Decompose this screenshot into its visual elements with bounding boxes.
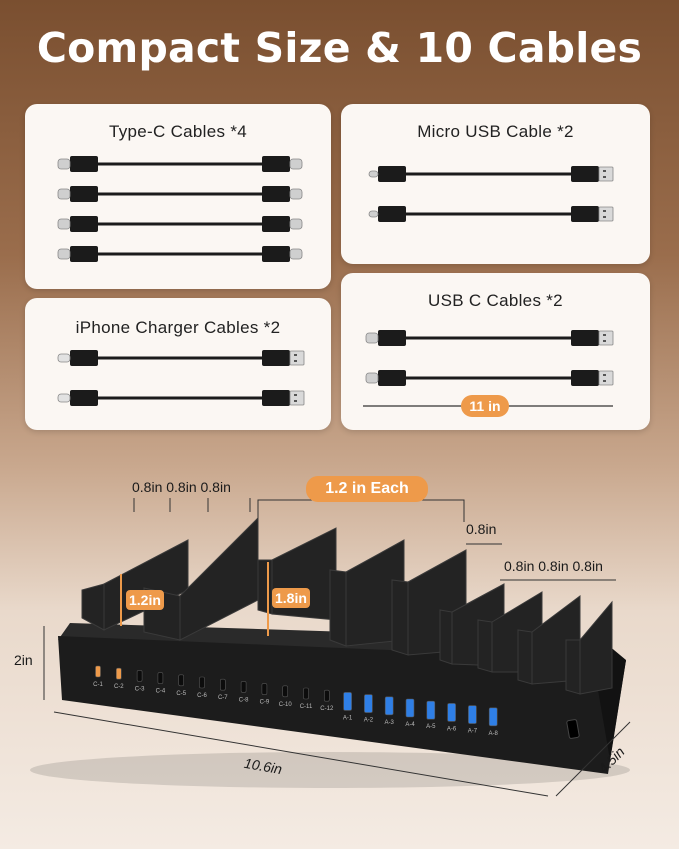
spacing-each-badge: 1.2 in Each [306, 476, 428, 502]
iphone-cables-card: iPhone Charger Cables *2 [25, 298, 331, 430]
right-top-spacing-label: 0.8in [466, 521, 497, 537]
port-label: A-4 [405, 722, 415, 728]
port-label: C-7 [218, 695, 228, 701]
port-label: C-8 [239, 697, 249, 703]
usb-c-port [178, 674, 184, 687]
usb-c-port [323, 689, 330, 702]
port-label: C-11 [300, 704, 313, 710]
typec-cables-illustration [57, 156, 303, 262]
small-slot-height-label: 1.2in [126, 590, 164, 610]
usb-a-port [426, 700, 436, 720]
port-label: A-5 [426, 724, 436, 730]
usb-a-port [364, 694, 373, 713]
usb-c-port [95, 665, 101, 678]
iphone-cables-illustration [57, 350, 305, 406]
port-label: C-2 [114, 684, 124, 690]
usb-a-port [488, 707, 498, 727]
usb-c-port [157, 672, 164, 684]
cable-length-badge: 11 in [461, 395, 509, 417]
large-slot-height-label: 1.8in [272, 588, 310, 608]
iphone-cables-label: iPhone Charger Cables *2 [75, 318, 281, 337]
usb-a-port [447, 703, 456, 722]
port-label: C-1 [93, 682, 103, 688]
port-label: A-6 [447, 726, 457, 732]
micro-usb-illustration [368, 166, 614, 222]
port-label: C-12 [320, 706, 334, 712]
typec-cables-card: Type-C Cables *4 [25, 104, 331, 289]
usb-c-port [303, 687, 309, 700]
port-label: A-7 [468, 729, 478, 735]
port-label: C-3 [135, 686, 145, 692]
usb-c-port [282, 685, 289, 698]
micro-usb-card: Micro USB Cable *2 [341, 104, 650, 264]
usb-c-port [261, 683, 268, 695]
usb-c-port [199, 676, 205, 689]
right-spacing-label: 0.8in 0.8in 0.8in [504, 558, 603, 574]
micro-usb-label: Micro USB Cable *2 [417, 122, 574, 141]
port-label: C-5 [176, 691, 186, 697]
port-label: A-1 [343, 715, 353, 721]
height-label: 2in [14, 652, 33, 668]
usbc-cables-card: USB C Cables *2 11 in [341, 273, 650, 430]
usbc-cables-illustration [363, 330, 614, 407]
usb-a-port [384, 696, 394, 716]
usb-c-port [116, 667, 122, 680]
port-label: A-2 [364, 718, 374, 724]
usb-c-port [240, 681, 247, 693]
typec-cables-label: Type-C Cables *4 [108, 122, 248, 141]
port-label: A-8 [489, 731, 499, 737]
port-label: C-10 [279, 702, 293, 708]
usb-a-port [468, 705, 477, 724]
port-label: A-3 [385, 720, 395, 726]
usb-a-port [405, 698, 415, 718]
usbc-cables-label: USB C Cables *2 [428, 291, 563, 310]
port-label: C-6 [197, 693, 207, 699]
usb-a-port [343, 692, 352, 711]
port-label: C-4 [156, 689, 166, 695]
usb-c-port [136, 670, 143, 682]
port-label: C-9 [260, 700, 270, 706]
usb-c-port [220, 678, 226, 691]
left-spacing-label: 0.8in 0.8in 0.8in [132, 479, 231, 495]
page-title: Compact Size & 10 Cables [36, 24, 643, 72]
